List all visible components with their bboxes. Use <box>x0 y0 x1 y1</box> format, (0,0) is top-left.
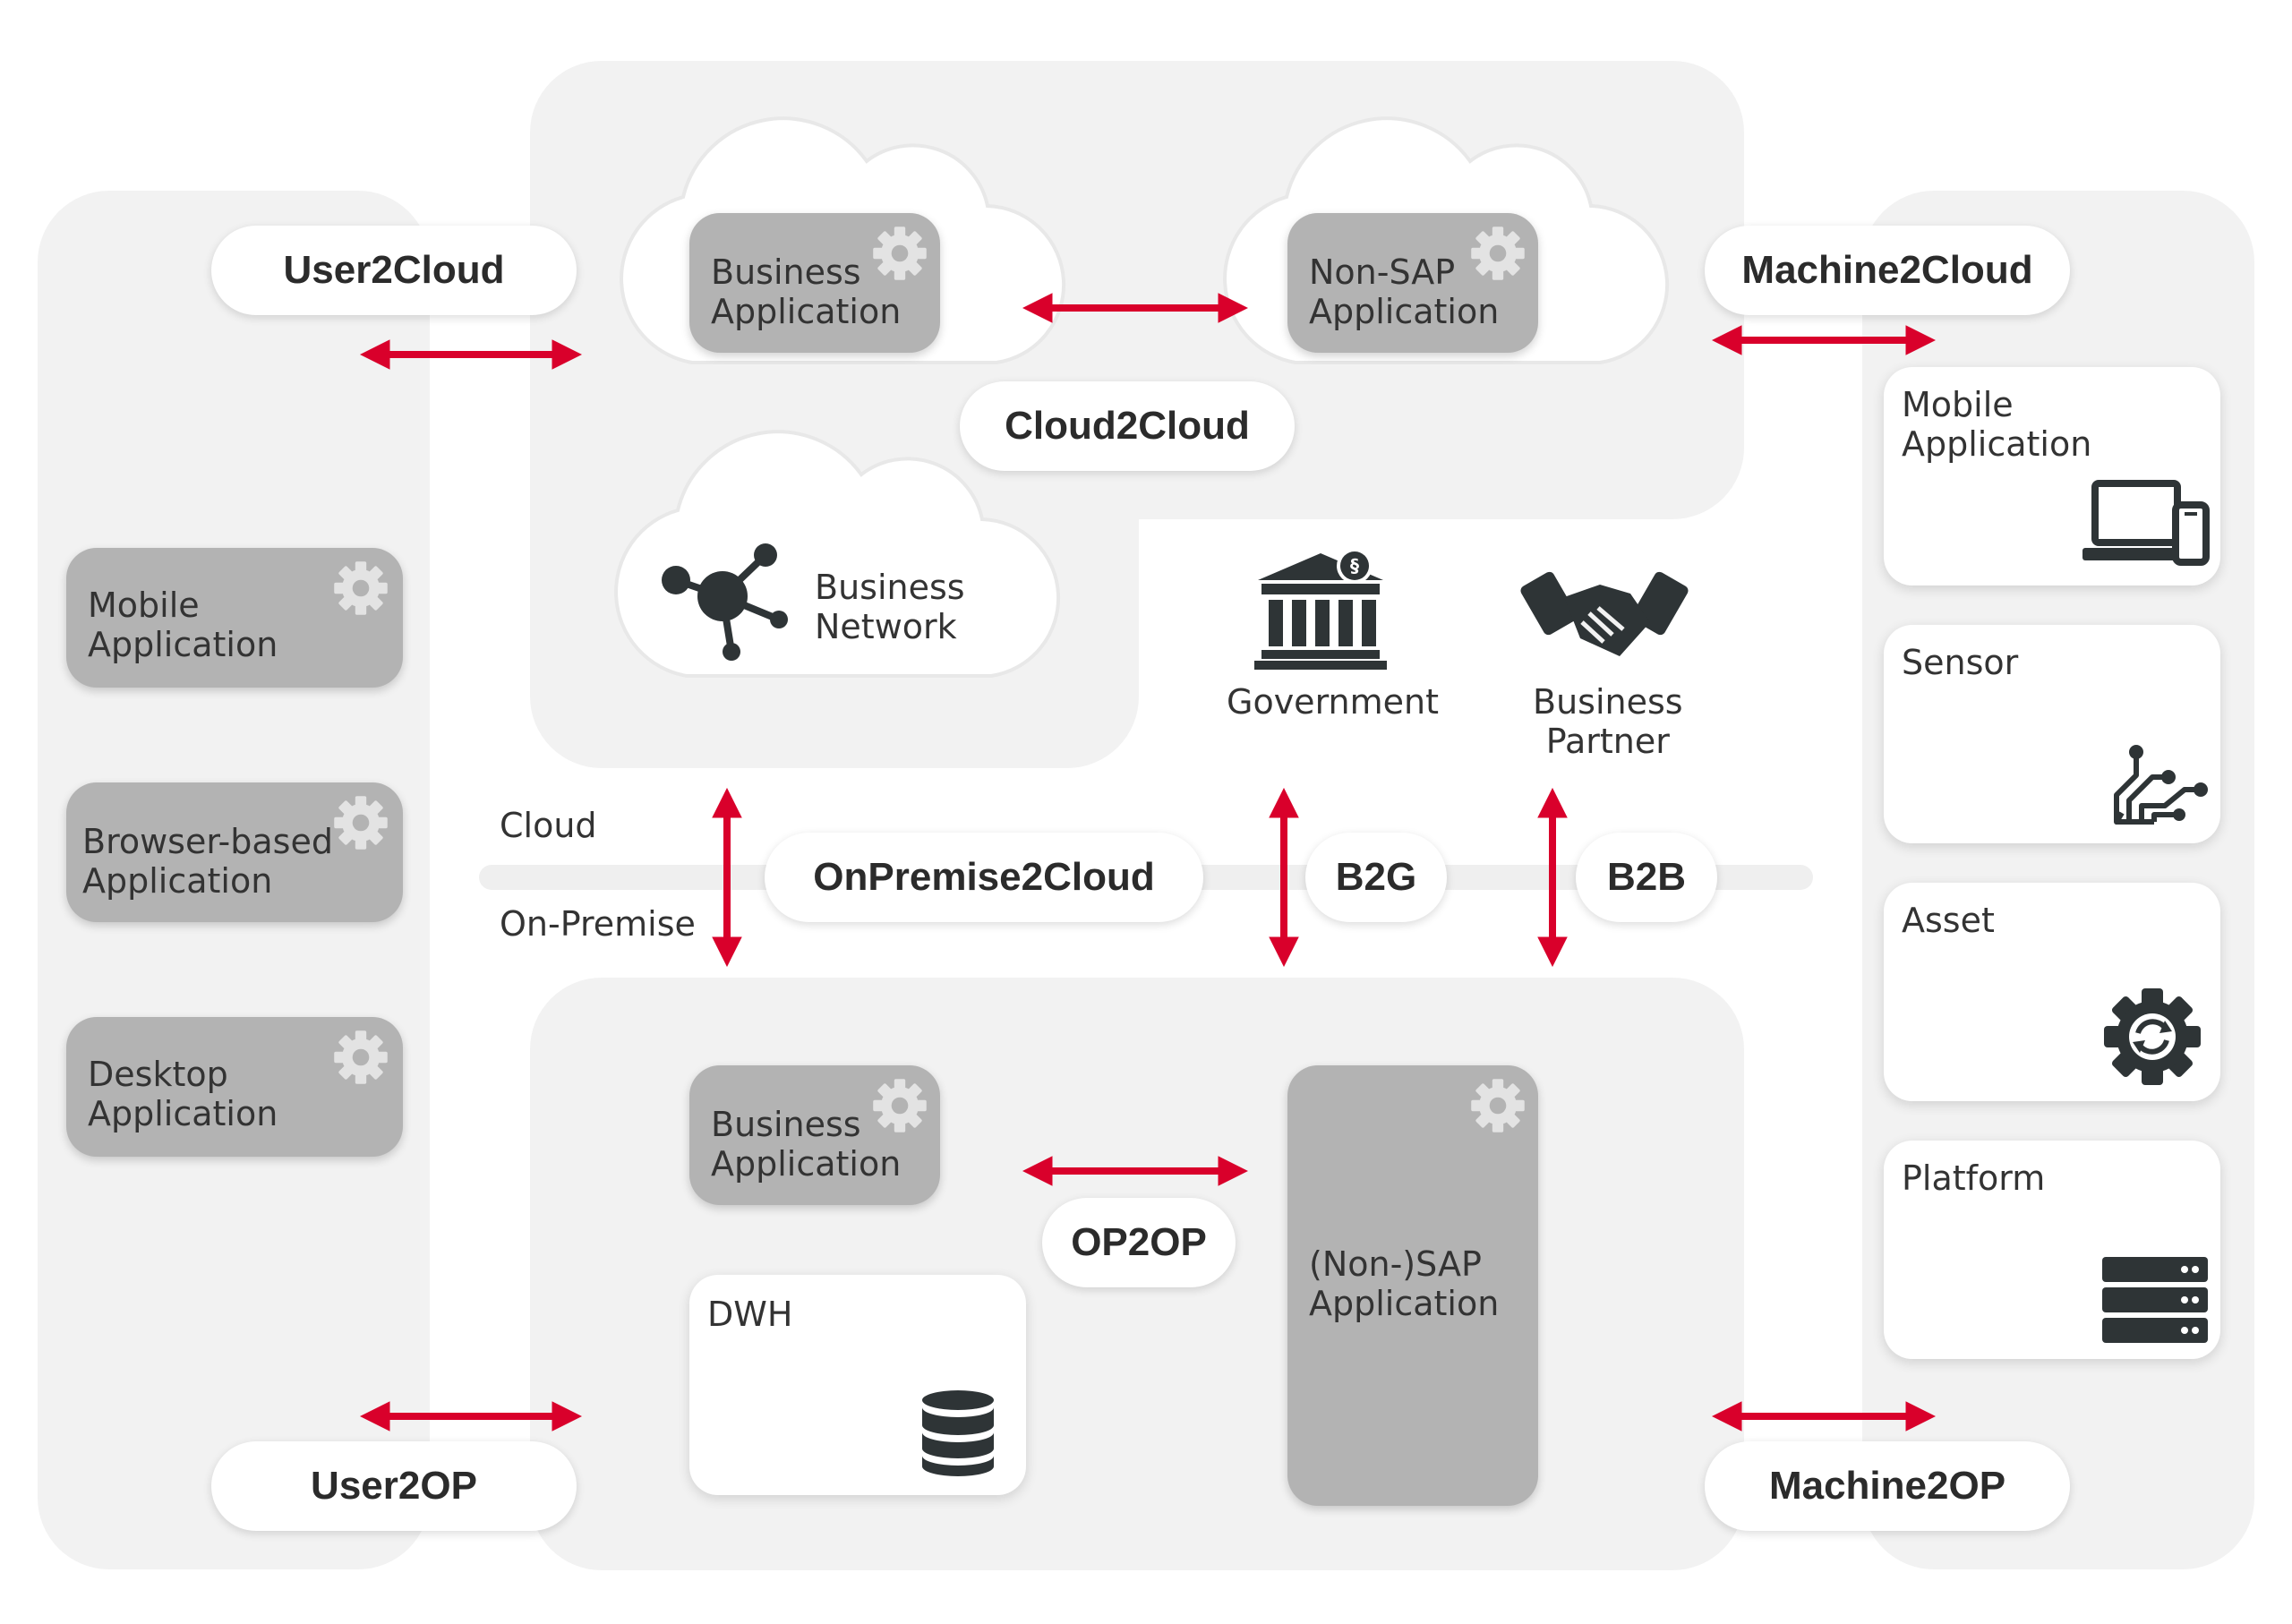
machine-mobile-application[interactable]: Mobile Application <box>1884 367 2220 585</box>
op2op-pill: OP2OP <box>1042 1198 1236 1287</box>
cloud-business-application[interactable]: Business Application <box>689 213 940 353</box>
user-mobile-application[interactable]: Mobile Application <box>66 548 403 688</box>
op-dwh[interactable]: DWH <box>689 1275 1026 1495</box>
business-partner-label: Business Partner <box>1533 682 1683 761</box>
cloud-non-sap-application[interactable]: Non-SAP Application <box>1287 213 1538 353</box>
op-non-sap-application-label: (Non-)SAP Application <box>1309 1244 1500 1323</box>
machine-platform[interactable]: Platform <box>1884 1141 2220 1359</box>
machine2cloud-pill: Machine2Cloud <box>1705 226 2070 315</box>
svg-text:§: § <box>1350 555 1359 577</box>
business-network-label: Business Network <box>815 568 965 646</box>
machine-platform-label: Platform <box>1902 1158 2046 1198</box>
b2g-pill: B2G <box>1305 833 1447 922</box>
database-icon <box>922 1390 994 1476</box>
user-mobile-application-label: Mobile Application <box>88 585 278 664</box>
machine-asset-label: Asset <box>1902 901 1995 940</box>
machine-sensor-label: Sensor <box>1902 643 2019 682</box>
on-premise-zone-label: On-Premise <box>500 904 696 944</box>
network-icon <box>662 543 788 661</box>
machine-asset[interactable]: Asset <box>1884 883 2220 1101</box>
user2cloud-pill: User2Cloud <box>211 226 577 315</box>
op-business-application-label: Business Application <box>711 1105 902 1184</box>
user2op-pill: User2OP <box>211 1441 577 1531</box>
cloud-business-application-label: Business Application <box>711 252 902 331</box>
onpremise2cloud-pill: OnPremise2Cloud <box>765 833 1203 922</box>
user-desktop-application-label: Desktop Application <box>88 1055 278 1133</box>
machine-mobile-application-label: Mobile Application <box>1902 385 2092 464</box>
op-business-application[interactable]: Business Application <box>689 1065 940 1205</box>
handshake-icon <box>1520 571 1689 656</box>
circuit-icon <box>2114 745 2208 825</box>
user-browser-based-application-label: Browser-based Application <box>82 822 333 901</box>
server-icon <box>2102 1257 2208 1343</box>
gear-sync-icon <box>2104 988 2201 1085</box>
cloud-non-sap-application-label: Non-SAP Application <box>1309 252 1500 331</box>
user-desktop-application[interactable]: Desktop Application <box>66 1017 403 1157</box>
cloud-zone-label: Cloud <box>500 806 597 845</box>
laptop-phone-icon <box>2082 480 2210 566</box>
user-browser-based-application[interactable]: Browser-based Application <box>66 782 403 922</box>
government-icon: § <box>1254 548 1387 670</box>
machine2op-pill: Machine2OP <box>1705 1441 2070 1531</box>
b2b-pill: B2B <box>1576 833 1717 922</box>
machine-sensor[interactable]: Sensor <box>1884 625 2220 843</box>
cloud2cloud-pill: Cloud2Cloud <box>960 381 1295 471</box>
op-dwh-label: DWH <box>707 1295 793 1334</box>
op-non-sap-application[interactable]: (Non-)SAP Application <box>1287 1065 1538 1506</box>
government-label: Government <box>1227 682 1439 722</box>
